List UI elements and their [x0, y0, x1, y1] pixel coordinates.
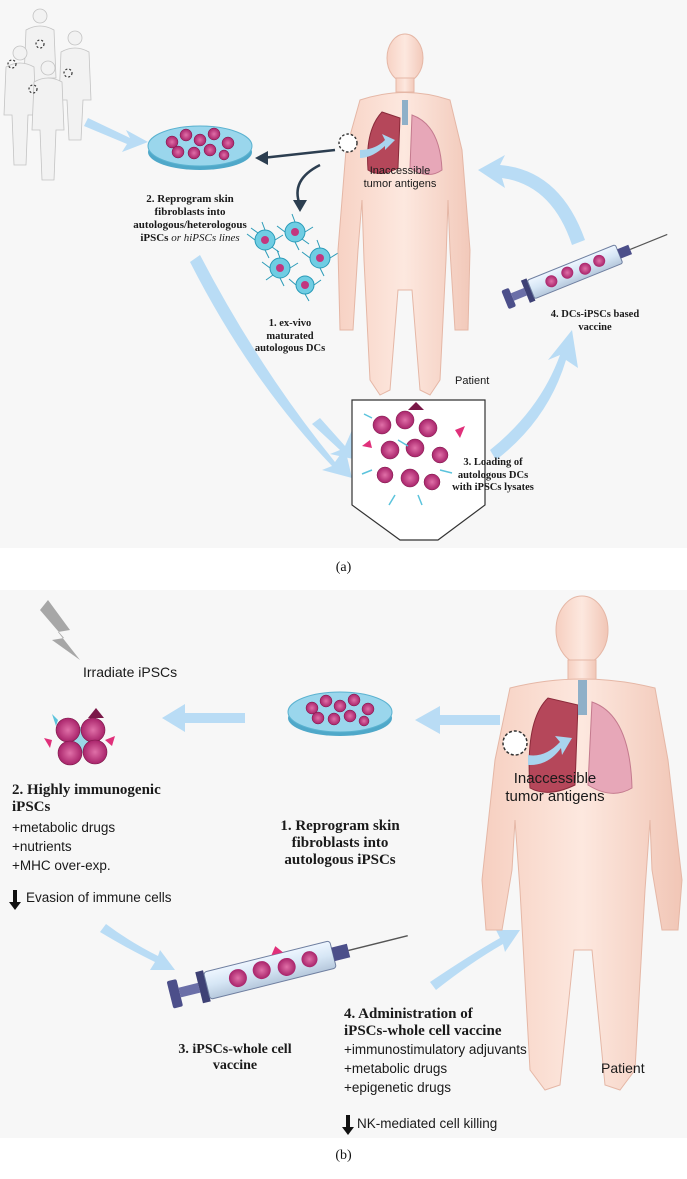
arrow-dc-to-tube [312, 418, 358, 460]
step2-title-line1: 2. Highly immunogenic [12, 782, 161, 798]
step2-down-b: Evasion of immune cells [26, 890, 172, 905]
dark-arrows [261, 148, 336, 206]
step3-line2: autologous DCs [457, 469, 529, 481]
down-arrow-icons [9, 890, 354, 1135]
tumor-label-b: Inaccessible tumor antigens [480, 770, 630, 806]
irradiate-label: Irradiate iPSCs [83, 664, 178, 680]
step2-item-2: +nutrients [12, 839, 72, 854]
step1-label-b: 1. Reprogram skin fibroblasts into autol… [245, 818, 435, 869]
caption-b: (b) [335, 1148, 352, 1163]
syringe-b [167, 935, 408, 1009]
tumor-line1: Inaccessible [369, 165, 431, 177]
step2-line3: autologous/heterologous [133, 219, 247, 231]
step2-item-1: +metabolic drugs [12, 820, 116, 835]
panel-b-illustration [9, 595, 683, 1135]
step4-line2: vaccine [578, 321, 612, 333]
donor-people-illustration [3, 8, 92, 181]
step4-item-2: +metabolic drugs [344, 1061, 448, 1076]
lightning-icon [40, 600, 80, 660]
patient-body-a [337, 33, 471, 396]
step2-item-3: +MHC over-exp. [12, 858, 111, 873]
petri-dish-a [147, 125, 253, 170]
step1-b-line2: fibroblasts into [291, 835, 389, 851]
arrow-patient-to-dish [415, 706, 500, 734]
panel-a: 2. Reprogram skin fibroblasts into autol… [0, 0, 687, 548]
flow-arrows [84, 118, 585, 478]
down-arrow-icon-2 [342, 1115, 354, 1135]
step2-line1: 2. Reprogram skin [146, 193, 234, 205]
step4-items-b: +immunostimulatory adjuvants +metabolic … [344, 1040, 527, 1097]
ipsc-cluster [44, 708, 115, 766]
tumor-arrow-b [528, 736, 572, 766]
step1-line3: autologous DCs [254, 343, 326, 354]
panel-b: Irradiate iPSCs 2. Highly immunogenic iP… [0, 590, 687, 1138]
tumor-b-line1: Inaccessible [513, 770, 597, 787]
step1-b-line1: 1. Reprogram skin [280, 818, 400, 834]
tumor-marker-a [338, 133, 358, 153]
dendritic-cells-a [246, 213, 339, 302]
step2-line4-bold: iPSCs [140, 232, 169, 244]
tumor-b-line2: tumor antigens [505, 788, 605, 805]
step4-item-3: +epigenetic drugs [344, 1080, 451, 1095]
tumor-label-a: Inaccessible tumor antigens [350, 165, 450, 191]
arrow-dish-to-tube [190, 255, 352, 478]
arrow-dish-to-ipsc [162, 704, 245, 732]
step1-line1: 1. ex-vivo [268, 318, 312, 329]
step1-b-line3: autologous iPSCs [284, 852, 396, 868]
arrow-syringe-to-patient-b [430, 930, 520, 990]
step3-b-line2: vaccine [212, 1058, 258, 1073]
biopsy-markers [7, 39, 73, 94]
arrow-people-to-dish [84, 118, 148, 152]
patient-body-b [481, 595, 683, 1091]
step3-line3: with iPSCs lysates [452, 482, 534, 493]
flow-arrows-b [100, 704, 520, 990]
step1-label-a: 1. ex-vivo maturated autologous DCs [240, 318, 340, 356]
step4-title-line2: iPSCs-whole cell vaccine [344, 1023, 502, 1039]
arrow-tube-to-syringe [490, 330, 578, 460]
patient-label-b: Patient [601, 1060, 645, 1076]
panel-a-illustration [3, 8, 668, 541]
step4-down-b: NK-mediated cell killing [357, 1116, 498, 1131]
step2-items-b: +metabolic drugs +nutrients +MHC over-ex… [12, 818, 115, 875]
tumor-arrow-a [360, 134, 395, 158]
lungs-b [528, 680, 633, 794]
petri-dish-b [287, 691, 393, 736]
step4-item-1: +immunostimulatory adjuvants [344, 1042, 527, 1057]
arrow-ipsc-to-syringe [100, 924, 175, 970]
caption-a: (a) [335, 560, 352, 575]
step2-line4-italic: or hiPSCs lines [171, 232, 240, 244]
patient-label-a: Patient [455, 375, 490, 387]
step4-title-line1: 4. Administration of [344, 1006, 473, 1022]
tumor-marker-b [502, 730, 528, 756]
down-arrow-icon-1 [9, 890, 21, 910]
step3-label-b: 3. iPSCs-whole cell vaccine [160, 1042, 310, 1074]
step3-b-line1: 3. iPSCs-whole cell [178, 1042, 292, 1057]
step3-line1: 3. Loading of [463, 457, 523, 468]
syringe-a [501, 233, 668, 309]
step4-line1: 4. DCs-iPSCs based [550, 309, 640, 320]
step2-label-a: 2. Reprogram skin fibroblasts into autol… [110, 193, 270, 245]
step2-title-b: 2. Highly immunogenic iPSCs [12, 782, 161, 816]
tumor-line2: tumor antigens [363, 178, 437, 190]
step2-title-line2: iPSCs [12, 799, 51, 815]
step4-title-b: 4. Administration of iPSCs-whole cell va… [344, 1006, 501, 1040]
step4-label-a: 4. DCs-iPSCs based vaccine [535, 309, 655, 334]
step3-label-a: 3. Loading of autologous DCs with iPSCs … [433, 457, 553, 495]
conical-tube [351, 399, 486, 541]
step2-line2: fibroblasts into [154, 206, 226, 218]
step1-line2: maturated [266, 330, 314, 342]
arrow-syringe-to-patient [478, 155, 585, 245]
